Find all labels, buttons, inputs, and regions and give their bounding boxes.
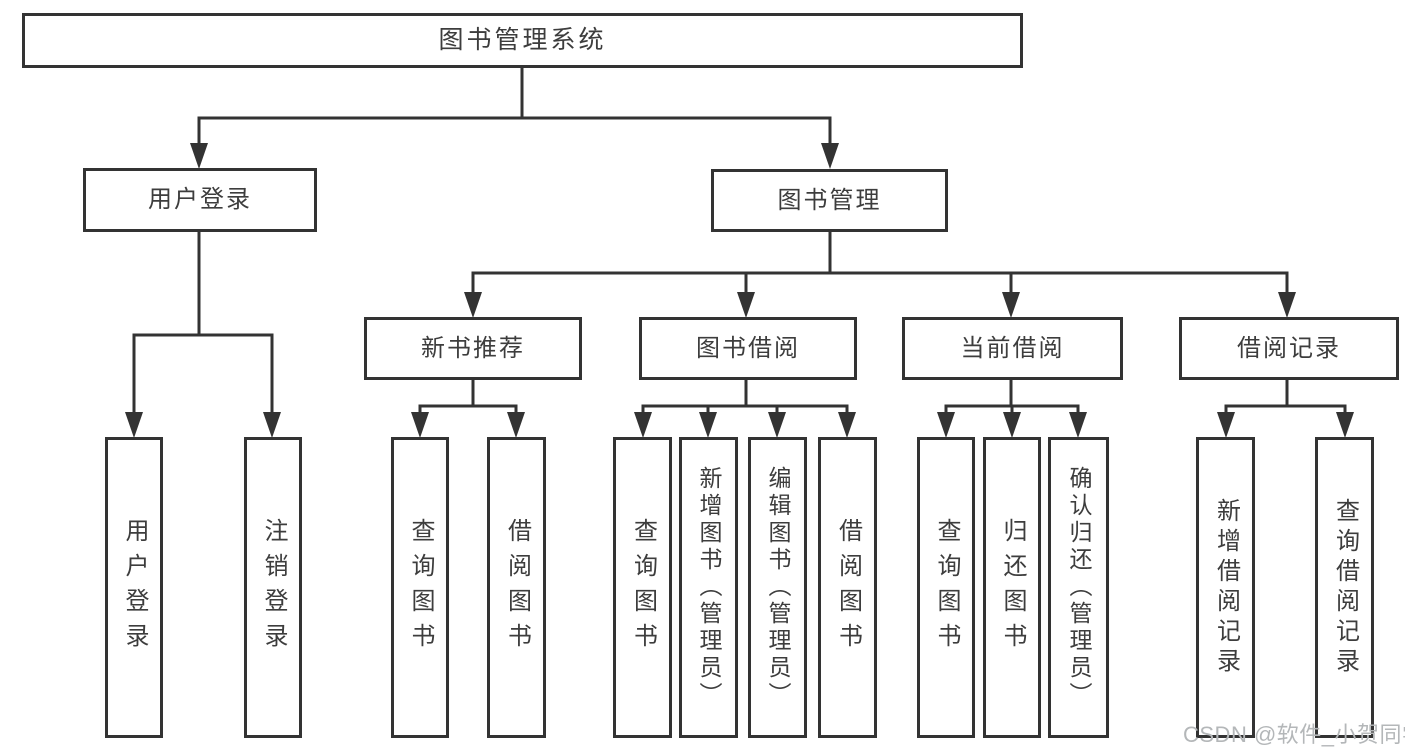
node-user-login-label: 用户登录 (148, 186, 252, 213)
leaf-query-borrow-record: 查询借阅记录 (1315, 437, 1374, 738)
leaf-add-borrow-record-label: 新增借阅记录 (1212, 497, 1240, 678)
leaf-return-book-label: 归还图书 (999, 517, 1026, 658)
leaf-borrow-books-2-label: 借阅图书 (834, 517, 862, 658)
node-user-login: 用户登录 (83, 168, 317, 232)
leaf-add-book-admin-label: 新增图书（管理员） (696, 466, 722, 709)
leaf-confirm-return-admin: 确认归还（管理员） (1048, 437, 1109, 738)
leaf-query-books-3-label: 查询图书 (933, 517, 960, 658)
leaf-query-books-1-label: 查询图书 (407, 517, 434, 658)
leaf-edit-book-admin: 编辑图书（管理员） (748, 437, 807, 738)
leaf-confirm-return-admin-label: 确认归还（管理员） (1066, 466, 1092, 709)
leaf-edit-book-admin-label: 编辑图书（管理员） (765, 466, 791, 709)
leaf-user-login: 用户登录 (105, 437, 163, 738)
leaf-return-book: 归还图书 (983, 437, 1041, 738)
node-root: 图书管理系统 (22, 13, 1023, 68)
node-borrow-records: 借阅记录 (1179, 317, 1399, 380)
node-book-borrow: 图书借阅 (639, 317, 857, 380)
leaf-logout-label: 注销登录 (260, 517, 287, 658)
arrowheads (125, 143, 1354, 438)
leaf-query-books-2-label: 查询图书 (629, 517, 657, 658)
leaf-query-books-1: 查询图书 (391, 437, 449, 738)
node-book-borrow-label: 图书借阅 (696, 334, 800, 362)
leaf-add-book-admin: 新增图书（管理员） (679, 437, 738, 738)
node-book-management-label: 图书管理 (777, 186, 882, 214)
leaf-borrow-books-1: 借阅图书 (487, 437, 546, 738)
node-root-label: 图书管理系统 (438, 26, 607, 54)
leaf-add-borrow-record: 新增借阅记录 (1196, 437, 1255, 738)
leaf-borrow-books-2: 借阅图书 (818, 437, 877, 738)
node-current-borrow-label: 当前借阅 (960, 334, 1065, 362)
node-new-book-recommend: 新书推荐 (364, 317, 582, 380)
leaf-query-books-2: 查询图书 (613, 437, 672, 738)
leaf-logout: 注销登录 (244, 437, 302, 738)
leaf-borrow-books-1-label: 借阅图书 (503, 517, 531, 658)
node-borrow-records-label: 借阅记录 (1237, 334, 1341, 362)
leaf-query-books-3: 查询图书 (917, 437, 975, 738)
node-new-book-recommend-label: 新书推荐 (421, 334, 525, 362)
leaf-query-borrow-record-label: 查询借阅记录 (1331, 497, 1359, 678)
leaf-user-login-label: 用户登录 (121, 517, 148, 658)
watermark-text: CSDN @软件_小贺同学 (1183, 722, 1405, 747)
node-current-borrow: 当前借阅 (902, 317, 1123, 380)
node-book-management: 图书管理 (711, 169, 948, 232)
